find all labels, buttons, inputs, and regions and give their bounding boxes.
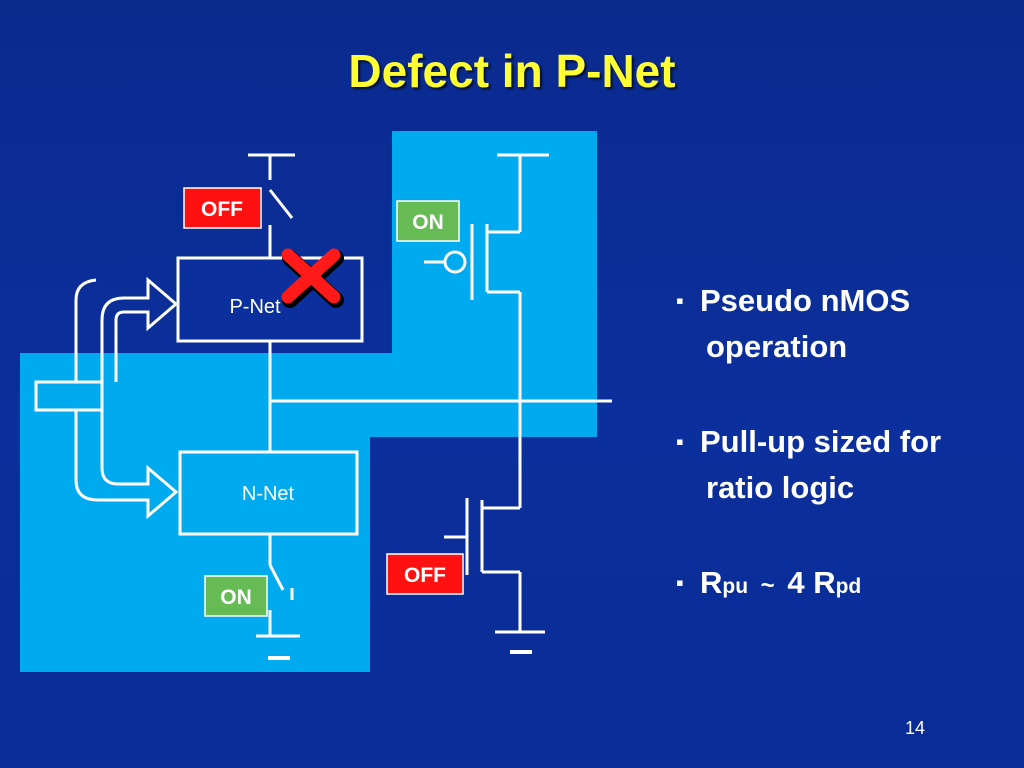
- off-badge-nmos-text: OFF: [404, 564, 446, 587]
- off-badge-top: [183, 187, 262, 229]
- bullet-line: ratio logic: [706, 470, 855, 505]
- ratio-factor: 4: [787, 565, 805, 600]
- nnet-label: N-Net: [242, 483, 295, 505]
- arrow-to-nnet: [74, 410, 179, 520]
- input-box: [34, 380, 104, 412]
- ratio-r1: R: [700, 565, 723, 600]
- bullet-item: ▪ Pull-up sized for ratio logic: [676, 419, 941, 511]
- square-bullet-icon: ▪: [676, 288, 684, 313]
- ratio-tilde: ~: [760, 572, 775, 599]
- bullet-item-ratio: ▪ Rpu ~ 4 Rpd: [676, 560, 941, 610]
- off-badge-nmos: [386, 553, 464, 595]
- closed-switch-bottom: [268, 564, 285, 591]
- bullet-line: Pull-up sized for: [700, 424, 942, 459]
- ratio-sub-pd: pd: [835, 575, 862, 598]
- square-bullet-icon: ▪: [676, 429, 684, 454]
- on-badge-pmos-text: ON: [412, 211, 444, 234]
- defect-x-mark: [281, 248, 344, 308]
- off-badge-top-text: OFF: [201, 198, 243, 221]
- bullet-list: ▪ Pseudo nMOS operation ▪ Pull-up sized …: [676, 278, 941, 659]
- bullet-item: ▪ Pseudo nMOS operation: [676, 278, 941, 370]
- ratio-sub-pu: pu: [722, 575, 749, 598]
- square-bullet-icon: ▪: [676, 570, 684, 595]
- on-badge-pmos: [396, 200, 460, 242]
- page-number: 14: [905, 718, 926, 738]
- ratio-r2: R: [813, 565, 836, 600]
- open-switch-top: [268, 189, 294, 219]
- on-badge-bottom-text: ON: [220, 586, 252, 609]
- slide-title: Defect in P-Net: [348, 45, 676, 97]
- bullet-line: operation: [706, 329, 848, 364]
- bullet-line: Pseudo nMOS: [700, 283, 911, 318]
- arrow-to-nnet-outer: [74, 278, 97, 382]
- arrow-to-pnet: [100, 276, 179, 382]
- on-badge-bottom: [204, 575, 268, 617]
- pnet-label: P-Net: [229, 296, 281, 318]
